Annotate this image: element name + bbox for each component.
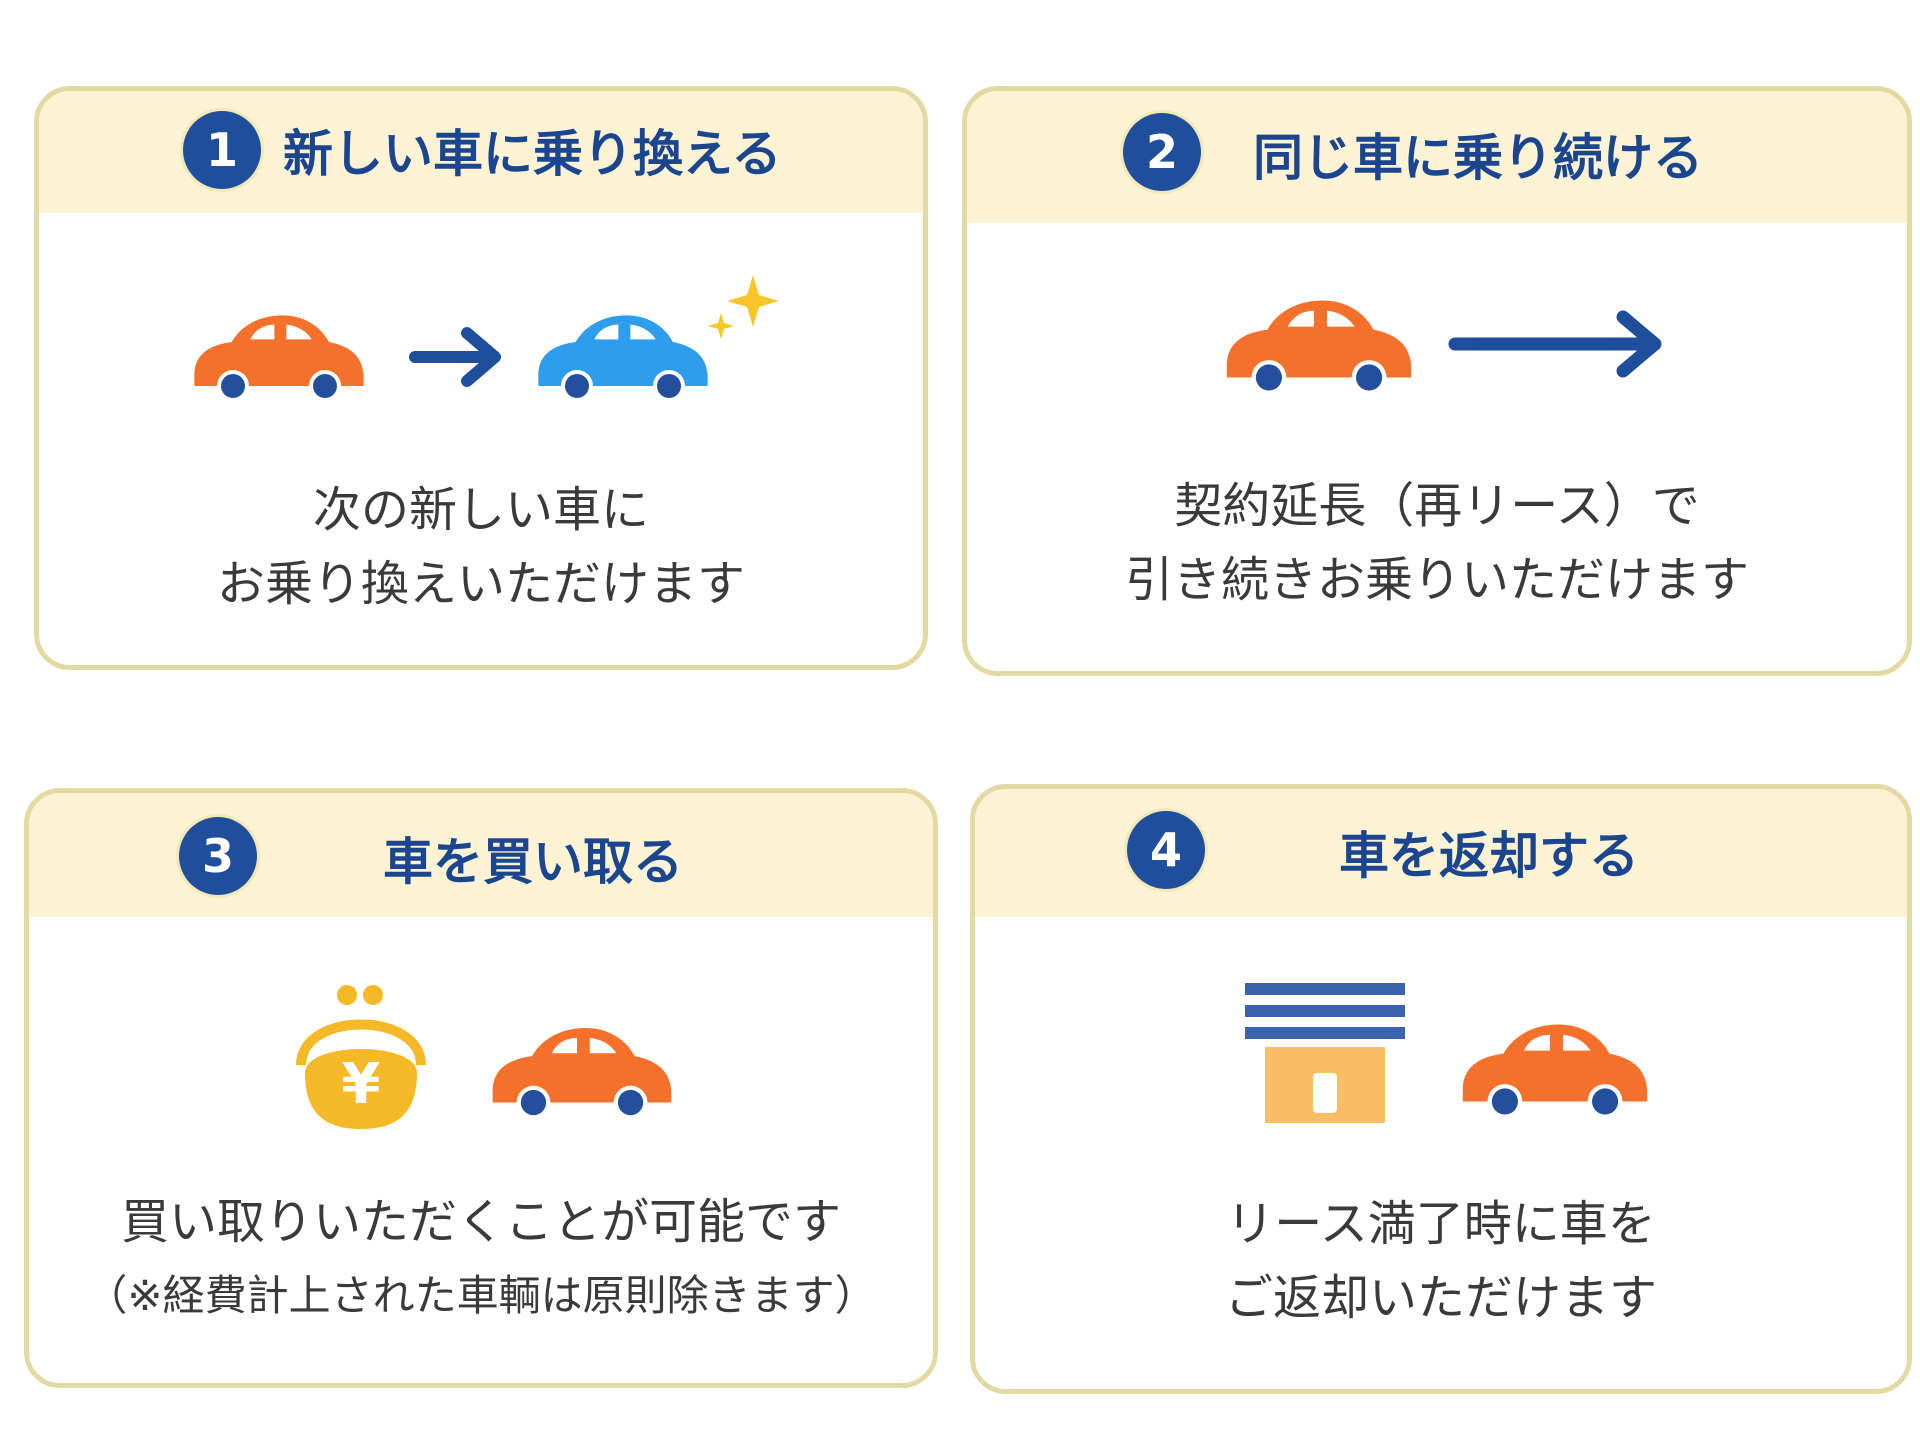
wallet-yen-icon: ¥ [296,985,426,1129]
card-description: 契約延長（再リース）で 引き続きお乗りいただけます [967,469,1907,617]
blue-car-icon [538,315,708,402]
description-line: 引き続きお乗りいただけます [1124,552,1749,608]
card-description: 買い取りいただくことが可能です （※経費計上された車輌は原則除きます） [29,1185,933,1333]
orange-car-icon [194,315,364,402]
description-line: リース満了時に車を [1226,1196,1656,1252]
number-badge: 1 [183,111,261,189]
card-title: 車を買い取る [383,833,683,891]
number-badge: 3 [179,817,257,895]
card-title: 車を返却する [1339,827,1639,885]
option-card-replace: 1 新しい車に乗り換える 次の新しい車に お乗り換えいただけます [34,86,928,670]
description-note: （※経費計上された車輌は原則除きます） [85,1271,877,1320]
orange-car-icon [492,1027,672,1120]
card-description: 次の新しい車に お乗り換えいただけます [39,473,923,621]
description-line: 契約延長（再リース）で [1174,478,1700,534]
orange-car-icon [1462,1024,1648,1119]
number-badge: 4 [1127,811,1205,889]
description-line: お乗り換えいただけます [216,556,745,612]
orange-car-icon [1226,300,1412,395]
shop-icon [1245,983,1405,1123]
yen-symbol: ¥ [342,1052,381,1117]
card-title: 新しい車に乗り換える [283,125,782,183]
option-card-buyout: 3 車を買い取る ¥ 買い取りいただくことが可能です （※経費計上された車輌は原… [24,788,938,1388]
card-title: 同じ車に乗り続ける [1253,129,1703,187]
option-card-return: 4 車を返却する リース満了時に車を ご返却いただけます [970,784,1912,1394]
card-description: リース満了時に車を ご返却いただけます [975,1187,1907,1335]
description-line: 買い取りいただくことが可能です [120,1194,841,1250]
sparkle-icon [708,275,779,339]
number-badge: 2 [1123,113,1201,191]
option-card-continue: 2 同じ車に乗り続ける 契約延長（再リース）で 引き続きお乗りいただけます [962,86,1912,676]
description-line: 次の新しい車に [312,482,649,538]
arrow-right-icon [1448,310,1662,378]
arrow-right-icon [409,327,501,387]
description-line: ご返却いただけます [1224,1270,1657,1326]
